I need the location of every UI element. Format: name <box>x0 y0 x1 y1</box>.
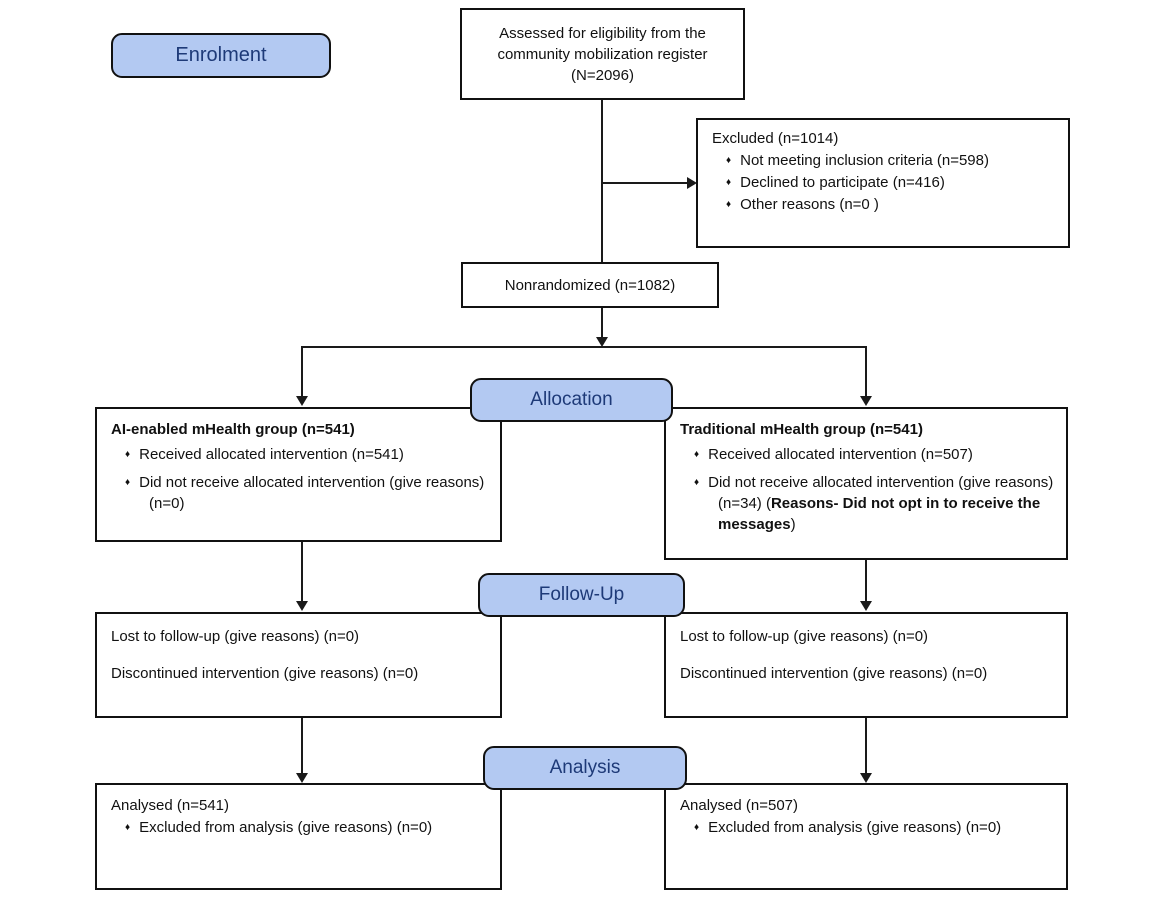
stage-analysis: Analysis <box>483 746 687 790</box>
followup-left-line1: Lost to follow-up (give reasons) (n=0) <box>111 628 360 645</box>
line-left-followup-to-analysis <box>301 717 303 775</box>
followup-right-line2: Discontinued intervention (give reasons)… <box>680 665 988 682</box>
line-assessed-to-nonrandomized <box>601 99 603 263</box>
diamond-bullet-icon: ♦ <box>726 199 732 210</box>
stage-allocation-label: Allocation <box>530 389 613 410</box>
analysis-right-bullet: ♦Excluded from analysis (give reasons) (… <box>694 819 1002 836</box>
stage-enrolment-label: Enrolment <box>175 44 267 66</box>
line-left-group-to-followup <box>301 541 303 603</box>
box-assessed-text: Assessed for eligibility from the commun… <box>497 24 708 84</box>
arrowhead-right-followup <box>860 601 872 611</box>
allocation-right-bullet: ♦Received allocated intervention (n=507) <box>694 446 973 463</box>
box-allocation-right: Traditional mHealth group (n=541) ♦Recei… <box>664 407 1068 560</box>
box-allocation-left: AI-enabled mHealth group (n=541) ♦Receiv… <box>95 407 502 542</box>
diamond-bullet-icon: ♦ <box>726 155 732 166</box>
box-analysis-left: Analysed (n=541) ♦Excluded from analysis… <box>95 783 502 890</box>
stage-analysis-label: Analysis <box>549 757 621 778</box>
analysis-left-bullet: ♦Excluded from analysis (give reasons) (… <box>125 819 433 836</box>
arrowhead-excluded <box>687 177 697 189</box>
arrowhead-right-group <box>860 396 872 406</box>
box-analysis-right: Analysed (n=507) ♦Excluded from analysis… <box>664 783 1068 890</box>
allocation-left-title: AI-enabled mHealth group (n=541) <box>111 421 355 438</box>
line-right-followup-to-analysis <box>865 717 867 775</box>
line-split-horizontal <box>301 346 867 348</box>
box-followup-left: Lost to follow-up (give reasons) (n=0) D… <box>95 612 502 718</box>
excluded-bullet: ♦Declined to participate (n=416) <box>726 174 945 191</box>
diamond-bullet-icon: ♦ <box>125 449 131 460</box>
arrowhead-left-followup <box>296 601 308 611</box>
box-nonrandomized: Nonrandomized (n=1082) <box>461 262 719 308</box>
box-assessed: Assessed for eligibility from the commun… <box>460 8 745 100</box>
stage-allocation: Allocation <box>470 378 673 422</box>
allocation-right-bullet: ♦Did not receive allocated intervention … <box>694 474 1054 533</box>
followup-left-line2: Discontinued intervention (give reasons)… <box>111 665 419 682</box>
stage-followup: Follow-Up <box>478 573 685 617</box>
line-nonrandomized-to-split <box>601 307 603 338</box>
excluded-bullet: ♦Other reasons (n=0 ) <box>726 196 879 213</box>
allocation-left-bullet: ♦Did not receive allocated intervention … <box>125 474 485 512</box>
diamond-bullet-icon: ♦ <box>694 449 700 460</box>
box-excluded: Excluded (n=1014) ♦Not meeting inclusion… <box>696 118 1070 248</box>
diamond-bullet-icon: ♦ <box>726 177 732 188</box>
excluded-bullet: ♦Not meeting inclusion criteria (n=598) <box>726 152 989 169</box>
box-followup-right: Lost to follow-up (give reasons) (n=0) D… <box>664 612 1068 718</box>
followup-right-line1: Lost to follow-up (give reasons) (n=0) <box>680 628 929 645</box>
arrowhead-left-group <box>296 396 308 406</box>
line-to-excluded <box>601 182 689 184</box>
diamond-bullet-icon: ♦ <box>694 477 700 488</box>
line-split-to-right-group <box>865 346 867 397</box>
diamond-bullet-icon: ♦ <box>694 822 700 833</box>
line-right-group-to-followup <box>865 559 867 603</box>
allocation-right-bold-reason: Reasons- Did not opt in to receive the m… <box>718 495 1041 533</box>
box-nonrandomized-text: Nonrandomized (n=1082) <box>504 276 676 294</box>
arrowhead-split <box>596 337 608 347</box>
analysis-right-title: Analysed (n=507) <box>680 797 798 814</box>
arrowhead-right-analysis <box>860 773 872 783</box>
excluded-title: Excluded (n=1014) <box>712 130 839 147</box>
diamond-bullet-icon: ♦ <box>125 822 131 833</box>
allocation-left-bullet: ♦Received allocated intervention (n=541) <box>125 446 404 463</box>
stage-enrolment: Enrolment <box>111 33 331 78</box>
allocation-right-title: Traditional mHealth group (n=541) <box>680 421 923 438</box>
stage-followup-label: Follow-Up <box>538 584 625 605</box>
diamond-bullet-icon: ♦ <box>125 477 131 488</box>
line-split-to-left-group <box>301 346 303 397</box>
analysis-left-title: Analysed (n=541) <box>111 797 229 814</box>
arrowhead-left-analysis <box>296 773 308 783</box>
